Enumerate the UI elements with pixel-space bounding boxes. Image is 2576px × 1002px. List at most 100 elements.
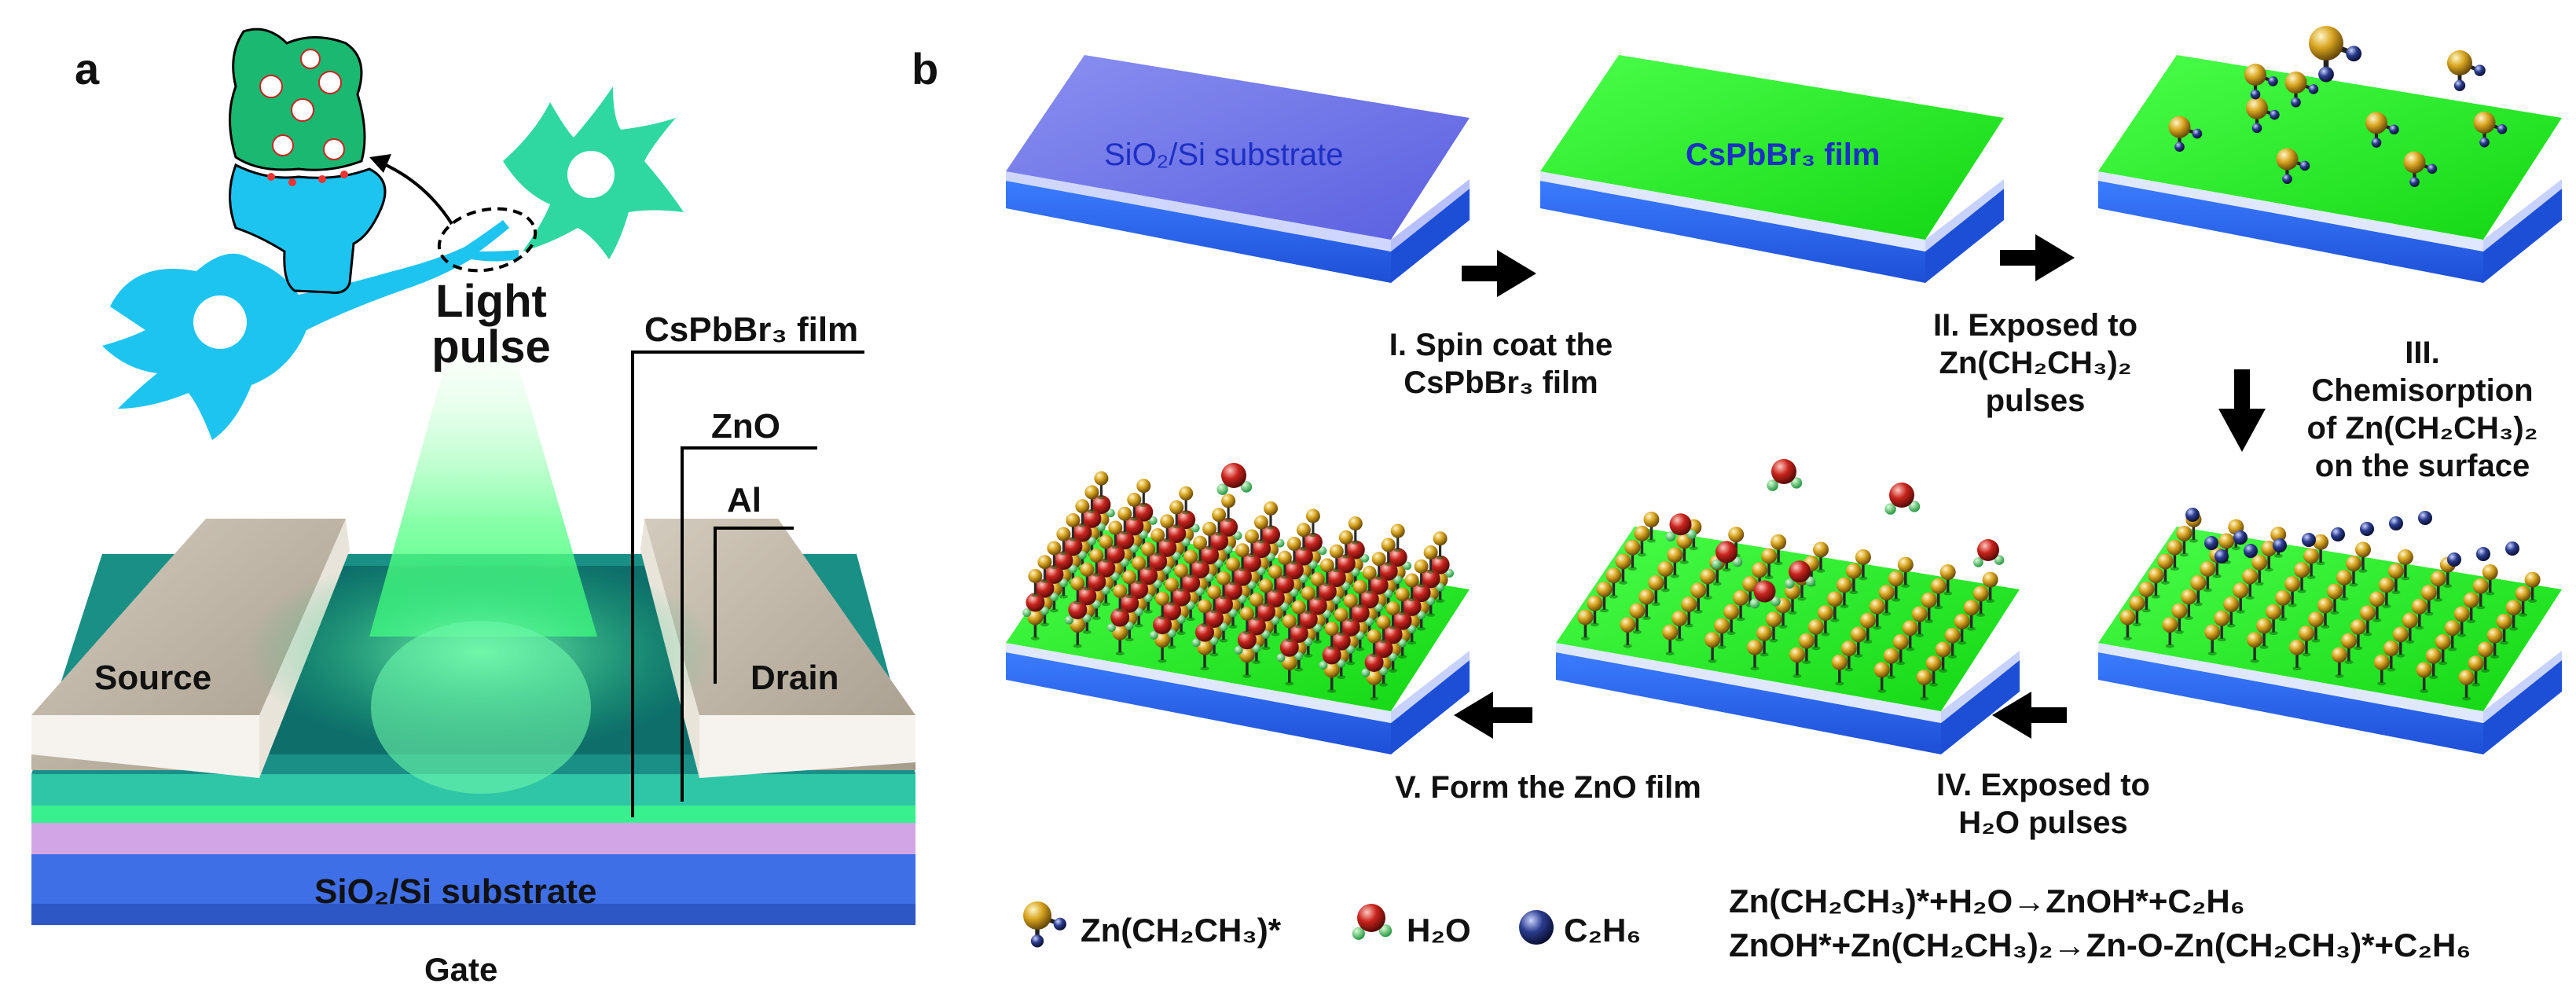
surface-zn	[1813, 541, 1829, 573]
film-water	[1234, 630, 1261, 655]
chemisorbed-zn	[2378, 577, 2394, 608]
legend-zn: Zn(CH₂CH₃)*	[1081, 912, 1282, 949]
step4-line1: IV. Exposed to	[1936, 768, 2150, 802]
film-zn	[1075, 499, 1090, 527]
legend-h2o-icon	[1352, 904, 1393, 940]
film-zn	[1117, 506, 1132, 535]
zn-precursor-molecule	[2473, 111, 2508, 148]
chemisorbed-zn	[2387, 563, 2404, 595]
film-zn	[1286, 537, 1301, 565]
surface-zn	[1807, 618, 1824, 651]
chemisorbed-zn	[2420, 585, 2437, 616]
chemisorbed-zn	[2162, 616, 2178, 648]
surface-zn	[1714, 618, 1730, 649]
equation-2: ZnOH*+Zn(CH₂CH₃)₂→Zn-O-Zn(CH₂CH₃)*+C₂H₆	[1729, 927, 2471, 963]
c2h6-byproduct	[2418, 511, 2432, 525]
chemisorbed-zn	[2138, 581, 2155, 613]
step1-label: I. Spin coat the CsPbBr₃ film	[1367, 326, 1635, 402]
film-zn	[1070, 616, 1086, 648]
chemisorbed-zn	[2148, 567, 2164, 599]
chemisorbed-zn	[2496, 613, 2512, 645]
step3-line2: Chemisorption	[2311, 373, 2534, 408]
zn-precursor-molecule	[2365, 112, 2399, 148]
arrow-step3	[2218, 369, 2266, 452]
water-molecule	[1767, 459, 1803, 491]
film-zn	[1371, 552, 1386, 580]
chemisorbed-zn	[2157, 553, 2174, 585]
water-molecule	[1749, 580, 1781, 609]
film-zn	[1183, 549, 1198, 578]
surface-zn	[1638, 589, 1655, 620]
surface-zn	[1756, 625, 1772, 657]
c2h6-byproduct	[2389, 516, 2403, 530]
chemisorbed-zn	[2289, 639, 2305, 671]
step5-label: V. Form the ZnO film	[1395, 770, 1701, 805]
chemisorbed-zn	[2373, 654, 2390, 686]
step3-label: III. Chemisorption of Zn(CH₂CH₃)₂ on the…	[2271, 334, 2574, 485]
equation-1: Zn(CH₂CH₃)*+H₂O→ZnOH*+C₂H₆	[1729, 883, 2245, 919]
film-zn	[1193, 535, 1208, 564]
surface-zn	[1859, 612, 1876, 644]
surface-zn	[1883, 648, 1899, 680]
surface-zn	[1944, 627, 1961, 659]
surface-zn	[1972, 585, 1989, 617]
inset-arrow	[376, 160, 453, 226]
film-water	[1032, 578, 1059, 604]
c2h6-byproduct	[2476, 547, 2490, 561]
step3-line3: of Zn(CH₂CH₃)₂	[2306, 411, 2538, 446]
surface-zn	[1620, 616, 1636, 648]
light-glow-core	[371, 621, 591, 794]
film-zn	[1296, 523, 1311, 551]
film-water	[1248, 539, 1275, 563]
film-water	[1276, 637, 1304, 662]
film-zn	[1037, 555, 1052, 583]
surface-zn	[1771, 534, 1787, 566]
arrow-step5	[1454, 692, 1532, 739]
tile-step3	[2098, 55, 2562, 283]
surface-zn	[1963, 600, 1980, 631]
tile-substrate-top	[1006, 55, 1470, 240]
chemisorbed-zn	[2524, 571, 2541, 604]
chemisorbed-zn	[2266, 604, 2282, 636]
surface-zn	[1671, 610, 1688, 642]
c2h6-byproduct	[2204, 536, 2218, 550]
legend-zn-icon	[1023, 901, 1066, 948]
film-zn	[1264, 501, 1278, 530]
film-zn	[1245, 529, 1259, 558]
film-zn	[1216, 571, 1231, 600]
chemisorbed-zn	[2350, 618, 2366, 651]
surface-zn	[1629, 603, 1646, 634]
layer-sio2	[31, 823, 916, 854]
film-water	[1022, 593, 1049, 617]
label-gate: Gate	[424, 951, 498, 988]
legend-c2h6-icon	[1519, 910, 1554, 945]
film-zn	[1160, 514, 1175, 542]
c2h6-byproduct	[2360, 522, 2374, 536]
film-zn	[1366, 669, 1382, 701]
zn-precursor-molecule	[2284, 72, 2319, 108]
film-zn	[1226, 556, 1240, 585]
chemisorbed-zn	[2468, 655, 2484, 687]
chemisorbed-zn	[2515, 585, 2531, 617]
film-zn	[1150, 528, 1165, 556]
label-zno: ZnO	[711, 407, 780, 446]
light-pulse-line2: pulse	[431, 321, 551, 373]
surface-zn	[1700, 568, 1716, 600]
surface-zn	[1845, 563, 1862, 595]
chemisorbed-zn	[2430, 571, 2446, 602]
film-zn	[1113, 584, 1128, 612]
surface-zn	[1657, 560, 1674, 593]
film-water	[1051, 551, 1077, 575]
surface-zn	[1615, 553, 1631, 585]
surface-zn	[1850, 626, 1866, 658]
c2h6-byproduct	[2185, 508, 2200, 522]
film-zn	[1238, 647, 1255, 678]
film-zn	[1089, 549, 1104, 577]
film-water	[1191, 622, 1219, 648]
film-zn	[1169, 500, 1184, 529]
surface-zn	[1723, 604, 1740, 636]
molecules-chemisorbed	[2119, 508, 2541, 701]
surface-zn	[1831, 654, 1848, 686]
chemisorbed-zn	[2223, 596, 2240, 628]
film-zn	[1132, 556, 1147, 585]
